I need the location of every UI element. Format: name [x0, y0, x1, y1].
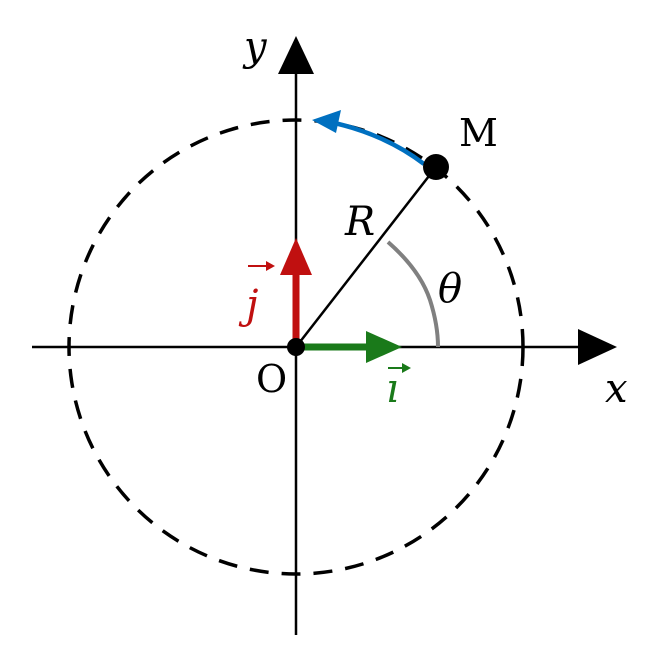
unit-vector-j-label: j [238, 282, 258, 328]
vector-arrow-j-icon [248, 261, 275, 271]
origin-label: O [256, 357, 287, 401]
angle-arc [386, 240, 440, 348]
radius-line [295, 166, 437, 348]
radius-label: R [344, 199, 375, 245]
point-m-label: M [459, 111, 498, 155]
point-m-dot [423, 154, 449, 180]
y-axis-label: y [242, 24, 268, 70]
y-axis-arrowhead [278, 36, 314, 74]
unit-vector-i-arrowhead [366, 331, 402, 363]
x-axis-label: x [605, 366, 628, 412]
unit-vector-i-label: ı [386, 366, 399, 412]
x-axis-arrowhead [578, 329, 617, 365]
unit-vector-j-arrowhead [280, 238, 312, 275]
vector-arrow-i-icon [388, 363, 411, 373]
motion-arc [329, 119, 426, 166]
origin-dot [287, 338, 305, 356]
angle-label: θ [438, 266, 462, 312]
motion-arrowhead [312, 110, 341, 133]
